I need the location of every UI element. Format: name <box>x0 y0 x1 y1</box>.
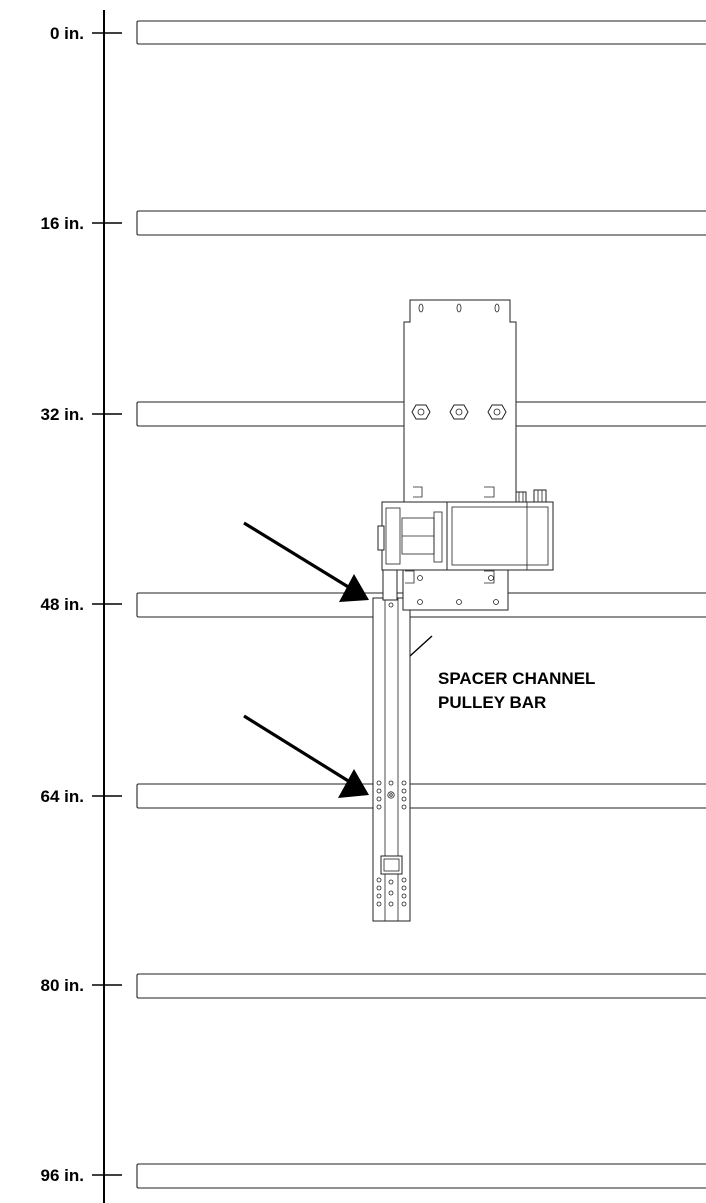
scale-label-0: 0 in. <box>50 24 84 43</box>
rail <box>136 973 706 999</box>
scale-label-64: 64 in. <box>41 787 84 806</box>
motor-body <box>446 501 554 571</box>
scale-label-16: 16 in. <box>41 214 84 233</box>
lower-pulley-bracket <box>376 855 407 907</box>
scale-label-32: 32 in. <box>41 405 84 424</box>
rail <box>136 1163 706 1189</box>
pulley-bar <box>372 569 411 922</box>
arrow-pointer-icon <box>243 521 369 602</box>
rail <box>136 783 706 809</box>
bolt-icon <box>411 404 431 420</box>
callout-line-2: PULLEY BAR <box>438 693 546 712</box>
arrow-pointer-icon <box>243 714 369 798</box>
pulley-bar-top <box>382 569 398 601</box>
scale-marks: 0 in. 16 in. 32 in. 48 in. 64 in. 80 in.… <box>41 24 122 1185</box>
bolt-icon <box>487 404 507 420</box>
adjustment-holes <box>376 780 407 810</box>
motor-assembly <box>377 489 554 571</box>
bolt-icon <box>449 404 469 420</box>
scale-label-48: 48 in. <box>41 595 84 614</box>
rail <box>136 20 706 45</box>
scale-label-80: 80 in. <box>41 976 84 995</box>
rail <box>136 210 706 236</box>
callout-line-1: SPACER CHANNEL <box>438 669 595 688</box>
scale-label-96: 96 in. <box>41 1166 84 1185</box>
callout-leader <box>409 635 433 657</box>
